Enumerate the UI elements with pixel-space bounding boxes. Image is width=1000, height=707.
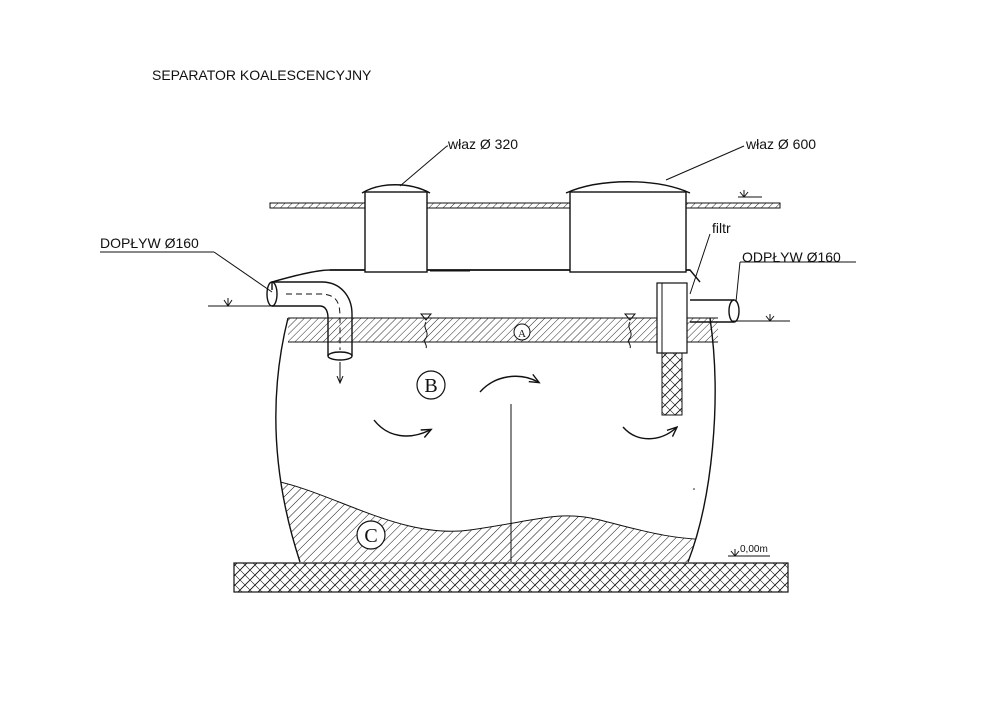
inlet-pipe[interactable] [266, 281, 353, 382]
label-filter: filtr [689, 220, 731, 295]
zone-c-sludge [275, 479, 716, 562]
label-inlet: DOPŁYW Ø160 [100, 235, 273, 293]
svg-text:DOPŁYW Ø160: DOPŁYW Ø160 [100, 235, 199, 251]
water-level-symbol-right [623, 313, 637, 349]
level-marker-base: 0,00m [728, 544, 770, 557]
svg-text:C: C [364, 525, 377, 547]
label-manhole-600: właz Ø 600 [665, 136, 816, 181]
manhole-600 [565, 181, 691, 273]
ground-surface [269, 202, 781, 209]
level-label: 0,00m [740, 544, 768, 555]
svg-text:ODPŁYW Ø160: ODPŁYW Ø160 [742, 249, 841, 265]
level-marker-top [738, 190, 762, 198]
level-marker-inlet [208, 298, 272, 307]
manhole-320 [361, 184, 431, 273]
zone-a-oil-layer [288, 317, 718, 343]
zone-b-marker: B [416, 370, 446, 400]
svg-text:właz Ø 600: właz Ø 600 [745, 136, 816, 152]
coalescence-filter [656, 282, 688, 416]
diagram-title: SEPARATOR KOALESCENCYJNY [152, 67, 372, 83]
svg-text:właz Ø 320: właz Ø 320 [447, 136, 518, 152]
svg-text:B: B [424, 375, 437, 397]
zone-a-marker: A [513, 323, 531, 341]
outlet-pipe[interactable] [690, 299, 790, 323]
zone-c-marker: C [356, 520, 386, 550]
label-manhole-320: właz Ø 320 [399, 136, 518, 187]
base-slab [233, 562, 789, 593]
svg-text:filtr: filtr [712, 220, 731, 236]
svg-text:A: A [518, 328, 526, 340]
label-outlet: ODPŁYW Ø160 [735, 249, 856, 303]
flow-arrows [373, 376, 676, 440]
water-level-symbol-left [419, 313, 433, 349]
